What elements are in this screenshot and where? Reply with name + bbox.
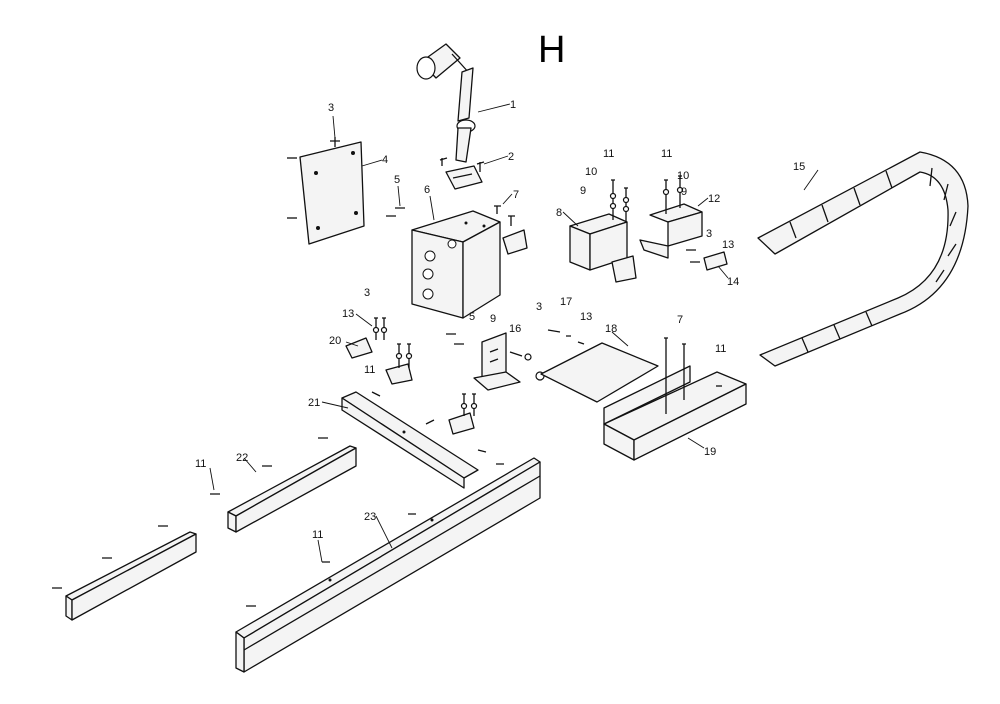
part-2-screws [439, 157, 485, 172]
callout-7: 7 [677, 314, 683, 326]
callout-19: 19 [704, 446, 716, 458]
callout-7: 7 [513, 189, 519, 201]
callout-16: 16 [509, 323, 521, 335]
callout-14: 14 [727, 276, 739, 288]
callout-4: 4 [382, 154, 388, 166]
part-6-box-housing [386, 207, 501, 319]
part-7-bracket [494, 205, 528, 255]
part-21-angle-bar [341, 391, 487, 489]
part-12-bracket [639, 175, 703, 259]
callout-22: 22 [236, 452, 248, 464]
callout-13: 13 [722, 239, 734, 251]
callout-11: 11 [715, 343, 726, 355]
callout-9: 9 [580, 185, 586, 197]
callout-2: 2 [508, 151, 514, 163]
callout-10: 10 [585, 166, 597, 178]
part-1-control-arm [416, 43, 483, 190]
callout-11: 11 [312, 529, 323, 541]
callout-12: 12 [708, 193, 720, 205]
callout-11: 11 [195, 458, 206, 470]
callout-3: 3 [706, 228, 712, 240]
part-14-clip [686, 249, 728, 271]
callout-5: 5 [394, 174, 400, 186]
part-15-cable-chain [757, 151, 969, 367]
callout-3: 3 [364, 287, 370, 299]
part-16-bracket [446, 332, 545, 391]
callout-23: 23 [364, 511, 376, 523]
callout-17: 17 [560, 296, 572, 308]
callout-13: 13 [580, 311, 592, 323]
callout-15: 15 [793, 161, 805, 173]
part-19-tray [603, 337, 747, 461]
callout-11: 11 [661, 148, 672, 160]
part-20-clamps [345, 317, 478, 435]
callout-3: 3 [536, 301, 542, 313]
callout-9: 9 [681, 186, 687, 198]
callout-10: 10 [677, 170, 689, 182]
callout-5: 5 [469, 311, 475, 323]
callout-11: 11 [603, 148, 614, 160]
callout-11: 11 [364, 364, 375, 376]
callout-1: 1 [510, 99, 516, 111]
callout-8: 8 [556, 207, 562, 219]
callout-6: 6 [424, 184, 430, 196]
callout-numbers: 1 2 3 4 5 6 7 8 9 10 11 11 10 9 12 3 13 … [195, 99, 805, 541]
diagram-title: H [538, 29, 565, 71]
callout-20: 20 [329, 335, 341, 347]
callout-18: 18 [605, 323, 617, 335]
callout-9: 9 [490, 313, 496, 325]
callout-13: 13 [342, 308, 354, 320]
part-8-block [569, 179, 637, 283]
leader-lines [209, 103, 819, 563]
part-22-bars [52, 437, 357, 621]
callout-3: 3 [328, 102, 334, 114]
part-18-plate [540, 329, 659, 403]
callout-21: 21 [308, 397, 320, 409]
part-23-channel [235, 457, 541, 673]
part-4-cover-plate [287, 137, 365, 245]
